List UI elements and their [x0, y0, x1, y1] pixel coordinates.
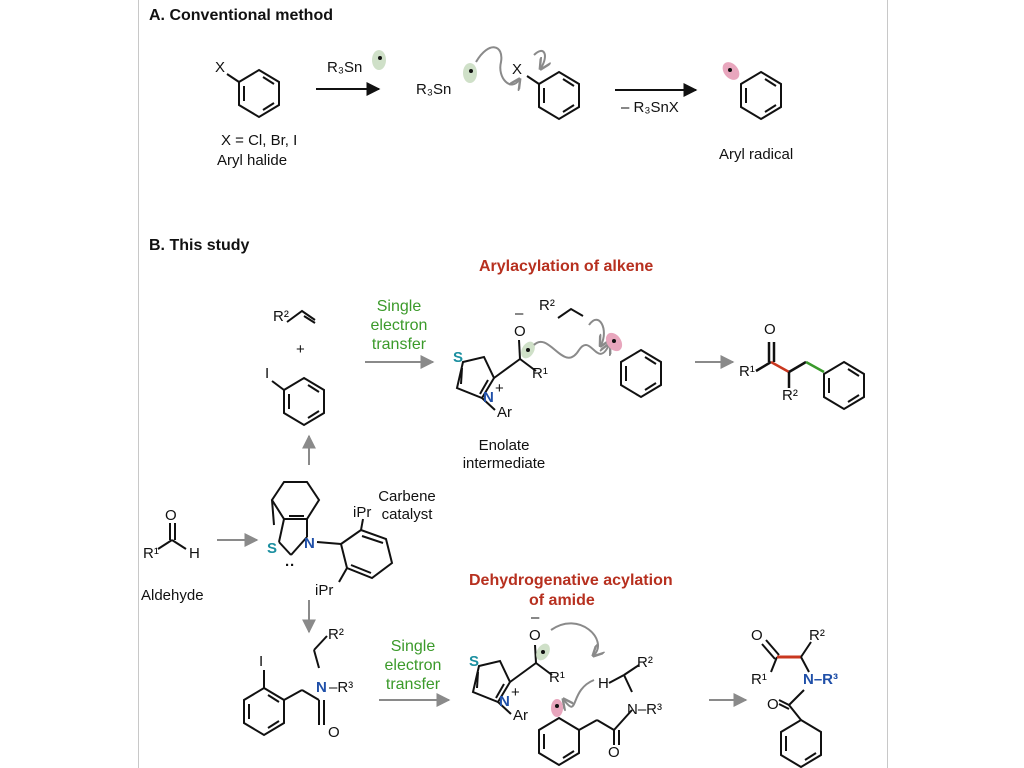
iodo-label: I [265, 365, 270, 382]
prod-bot-o2: O [767, 696, 779, 713]
aryl-radical-label: Aryl radical [719, 146, 794, 163]
prod-top-r2: R² [782, 387, 798, 404]
product-bottom [761, 639, 822, 768]
fishhook-a2 [533, 49, 545, 68]
amide-radical-intermediate [538, 664, 640, 767]
catalyst-s: S [267, 540, 278, 557]
middle-ring-a [526, 70, 580, 121]
prod-top-r1: R¹ [739, 363, 755, 380]
bot-int-h: H [598, 675, 609, 692]
section-b-heading: B. This study [149, 237, 250, 254]
fishhook-a1 [475, 46, 519, 84]
prod-bot-r1: R¹ [751, 671, 767, 688]
catalyst-n: N [304, 535, 315, 552]
carbene-lone-pair: ·· [285, 557, 295, 574]
bot-int-o: O [529, 627, 541, 644]
amide-r2: R² [328, 626, 344, 643]
tin-reagent-label: R₃Sn [327, 59, 363, 76]
byproduct-label: – R₃SnX [621, 99, 679, 116]
tin-orbital-2 [463, 63, 477, 83]
tin-orbital-1 [372, 50, 386, 70]
bot-int-r2: R² [637, 654, 653, 671]
aryl-radical-ring [740, 70, 782, 121]
enolate-minus: – [515, 305, 524, 322]
amide-r3: –R³ [329, 679, 354, 696]
top-int-n: N [483, 389, 494, 406]
bot-int-plus: + [511, 684, 520, 701]
iodobenzene-ring [271, 376, 325, 427]
title-arylacylation: Arylacylation of alkene [479, 258, 654, 275]
amide-i: I [259, 653, 264, 670]
bot-int-o2: O [608, 744, 620, 761]
bot-int-n: N [499, 693, 510, 710]
bot-int-n2: N–R³ [627, 701, 663, 718]
aldehyde-structure [157, 523, 187, 550]
ipr-top: iPr [353, 504, 372, 521]
top-int-s: S [453, 349, 464, 366]
plus-sign: + [296, 341, 305, 358]
bot-int-ar: Ar [513, 707, 528, 724]
aldehyde-r1: R¹ [143, 545, 159, 562]
aldehyde-h: H [189, 545, 200, 562]
leaving-x: X [512, 61, 523, 78]
aryl-halide-ring [226, 68, 280, 119]
aldehyde-label: Aldehyde [141, 587, 204, 604]
prod-bot-r2: R² [809, 627, 825, 644]
iodobenzamide [243, 635, 328, 737]
enolate-o: O [514, 323, 526, 340]
title-dehydrogenative-2: of amide [529, 592, 595, 609]
prod-top-o: O [764, 321, 776, 338]
figure-panel: A. Conventional method X R₃Sn R₃Sn X – R… [138, 0, 888, 768]
reaction-scheme-art [157, 46, 865, 768]
product-top [755, 342, 825, 388]
bot-int-r1: R¹ [549, 669, 565, 686]
thiazolium-bottom [471, 644, 553, 715]
prod-bot-o: O [751, 627, 763, 644]
thiazolium-top [455, 339, 537, 411]
section-a-heading: A. Conventional method [149, 7, 333, 24]
aryl-halide-label: Aryl halide [217, 152, 288, 169]
top-int-r2: R² [539, 297, 555, 314]
alkene-r2: R² [273, 308, 289, 325]
amide-n: N [316, 679, 327, 696]
halide-note: X = Cl, Br, I [221, 132, 298, 149]
top-int-r1: R¹ [532, 365, 548, 382]
amide-o: O [328, 724, 340, 741]
bot-int-minus: – [531, 609, 540, 626]
title-dehydrogenative-1: Dehydrogenative acylation [469, 572, 673, 589]
bot-int-s: S [469, 653, 480, 670]
ipr-bottom: iPr [315, 582, 334, 599]
top-int-ar: Ar [497, 404, 512, 421]
prod-bot-n: N–R³ [803, 671, 839, 688]
carbene-catalyst [270, 481, 394, 583]
tin-radical-label: R₃Sn [416, 81, 452, 98]
aldehyde-o: O [165, 507, 177, 524]
top-int-plus: + [495, 380, 504, 397]
aryl-radical-top [620, 348, 662, 399]
substituent-x: X [215, 59, 226, 76]
